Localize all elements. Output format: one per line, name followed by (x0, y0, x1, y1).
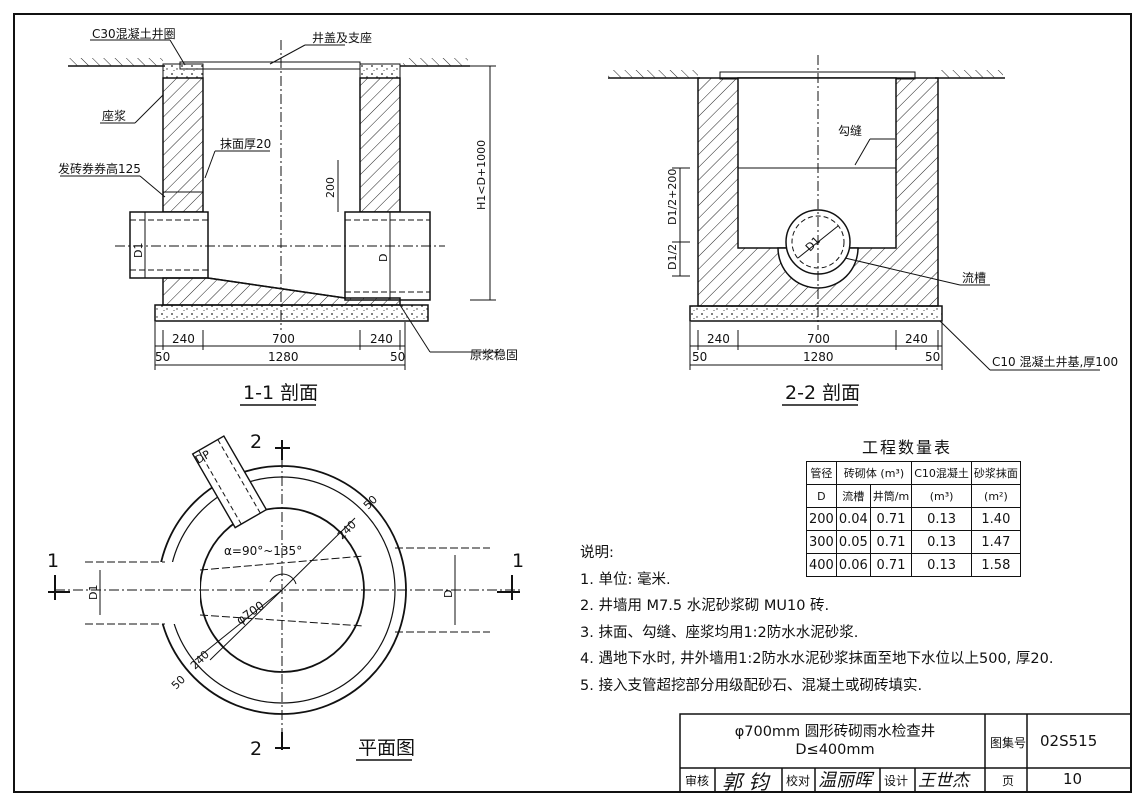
cell: 0.13 (911, 507, 972, 531)
hdr-plaster: 砂浆抹面 (970, 461, 1021, 485)
quantity-table-title: 工程数量表 (862, 438, 953, 457)
review-signature: 郭 钧 (722, 770, 769, 794)
table-row: 200 0.04 0.71 0.13 1.40 (806, 507, 1021, 531)
cut-label-2-bottom: 2 (250, 738, 262, 760)
left-wall (162, 77, 204, 213)
plan-view (48, 435, 520, 750)
cell: 200 (806, 507, 837, 531)
hdr-plaster-unit: (m²) (970, 484, 1021, 508)
cut-label-1-right: 1 (512, 550, 524, 572)
atlas-number: 02S515 (1040, 732, 1098, 750)
hdr-well: 井筒/m (869, 484, 913, 508)
cell: 300 (806, 530, 837, 554)
table-row: 400 0.06 0.71 0.13 1.58 (806, 553, 1021, 577)
dim-2-right: 240 (905, 332, 928, 346)
note-item: 1. 单位: 毫米. (580, 571, 671, 588)
well-cover (179, 61, 361, 70)
plan-d1: D1 (87, 585, 100, 600)
hdr-concrete-unit: (m³) (911, 484, 972, 508)
label-base: C10 混凝土井基,厚100 (992, 354, 1118, 369)
note-item: 4. 遇地下水时, 井外墙用1:2防水水泥砂浆抹面至地下水位以上500, 厚20… (580, 651, 1054, 667)
dim-1-b-left: 50 (155, 350, 170, 364)
hdr-concrete: C10混凝土 (911, 461, 972, 485)
drawing-name-2: D≤400mm (795, 742, 875, 758)
cell: 1.47 (970, 530, 1021, 554)
dim-height: H1<D+1000 (475, 140, 488, 210)
dim-2-b-mid: 1280 (803, 350, 834, 364)
cell: 0.71 (869, 507, 913, 531)
label-arch: 发砖券券高125 (58, 161, 141, 176)
dim-1-mid: 700 (272, 332, 295, 346)
cut-label-2-top: 2 (250, 431, 262, 453)
cell: 1.40 (970, 507, 1021, 531)
angle-label: α=90°~135° (224, 544, 302, 558)
quantity-table: 管径 砖砌体 (m³) C10混凝土 砂浆抹面 D 流槽 井筒/m (m³) (… (806, 461, 1021, 577)
page-label: 页 (1002, 774, 1015, 788)
section-1-1 (60, 39, 500, 370)
label-c30-ring: C30混凝土井圈 (92, 26, 176, 41)
note-item: 3. 抹面、勾缝、座浆均用1:2防水水泥砂浆. (580, 624, 859, 641)
cell: 1.58 (970, 553, 1021, 577)
hdr-pipe-d: D (806, 484, 837, 508)
label-mortar-ring: 原浆稳固 (470, 347, 518, 362)
notes-block: 说明: 1. 单位: 毫米. 2. 井墙用 M7.5 水泥砂浆砌 MU10 砖.… (580, 540, 1140, 699)
right-wall (359, 77, 401, 213)
cell: 0.71 (869, 553, 913, 577)
label-joint: 勾缝 (838, 123, 862, 138)
note-item: 2. 井墙用 M7.5 水泥砂浆砌 MU10 砖. (580, 598, 830, 614)
cell: 0.04 (835, 507, 871, 531)
label-channel: 流槽 (962, 271, 986, 285)
note-item: 5. 接入支管超挖部分用级配砂石、混凝土或砌砖填实. (580, 677, 923, 694)
section-2-2 (608, 55, 1100, 371)
check-label: 校对 (786, 774, 811, 788)
label-seat-mortar: 座浆 (102, 108, 126, 123)
dim-2-left: 240 (707, 332, 730, 346)
label-cover: 井盖及支座 (312, 30, 372, 45)
cell: 0.71 (869, 530, 913, 554)
dim-1-left: 240 (172, 332, 195, 346)
hdr-channel: 流槽 (835, 484, 871, 508)
design-signature: 王世杰 (918, 771, 969, 791)
section-2-title: 2-2 剖面 (785, 382, 860, 404)
dim-200: 200 (324, 177, 337, 198)
cut-label-1-left: 1 (47, 550, 59, 572)
w50-label-bottom: 50 (169, 673, 188, 692)
hdr-brick: 砖砌体 (m³) (835, 461, 913, 485)
cell: 0.06 (835, 553, 871, 577)
dim-2-b-left: 50 (692, 350, 707, 364)
cell: 0.13 (911, 553, 972, 577)
inlet-pipe (129, 211, 209, 279)
title-block-frame (679, 713, 1132, 793)
dim-2-b-right: 50 (925, 350, 940, 364)
page-number: 10 (1063, 770, 1083, 788)
cell: 400 (806, 553, 837, 577)
dim-1-b-right: 50 (390, 350, 405, 364)
drawing-frame (13, 13, 1132, 793)
dim-dh: D1/2+200 (666, 169, 679, 225)
atlas-label: 图集号 (990, 736, 1027, 750)
drawing-name-1: φ700mm 圆形砖砌雨水检查井 (734, 724, 936, 740)
label-plaster: 抹面厚20 (220, 137, 271, 151)
dim-2-mid: 700 (807, 332, 830, 346)
concrete-base (154, 304, 429, 322)
outlet-pipe (344, 211, 431, 301)
dim-1-right: 240 (370, 332, 393, 346)
dim-d2: D1/2 (666, 244, 679, 270)
design-label: 设计 (884, 774, 909, 788)
hdr-pipe: 管径 (806, 461, 837, 485)
notes-heading: 说明: (580, 545, 614, 561)
section-1-title: 1-1 剖面 (243, 382, 318, 404)
review-label: 审核 (685, 774, 710, 788)
plan-d: D (442, 590, 455, 598)
plan-title: 平面图 (358, 737, 415, 759)
dim-d: D (377, 254, 390, 262)
dim-d1: D1 (132, 243, 145, 258)
dim-1-b-mid: 1280 (268, 350, 299, 364)
check-signature: 温丽晖 (818, 770, 872, 791)
